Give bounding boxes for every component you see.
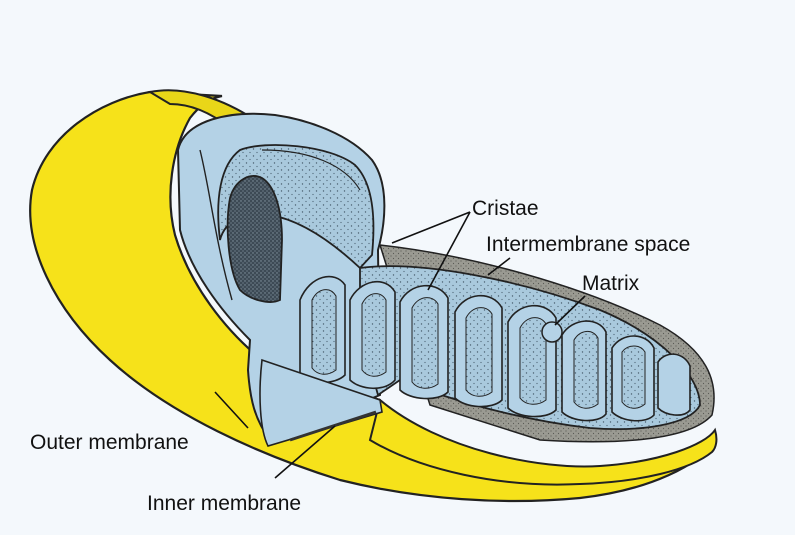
label-outer-membrane: Outer membrane: [30, 432, 189, 453]
label-inner-membrane: Inner membrane: [147, 493, 301, 514]
label-cristae: Cristae: [472, 198, 539, 219]
matrix-granule: [542, 322, 562, 342]
label-matrix: Matrix: [582, 273, 639, 294]
label-intermembrane-space: Intermembrane space: [486, 234, 690, 255]
cristae-opening: [228, 176, 282, 302]
